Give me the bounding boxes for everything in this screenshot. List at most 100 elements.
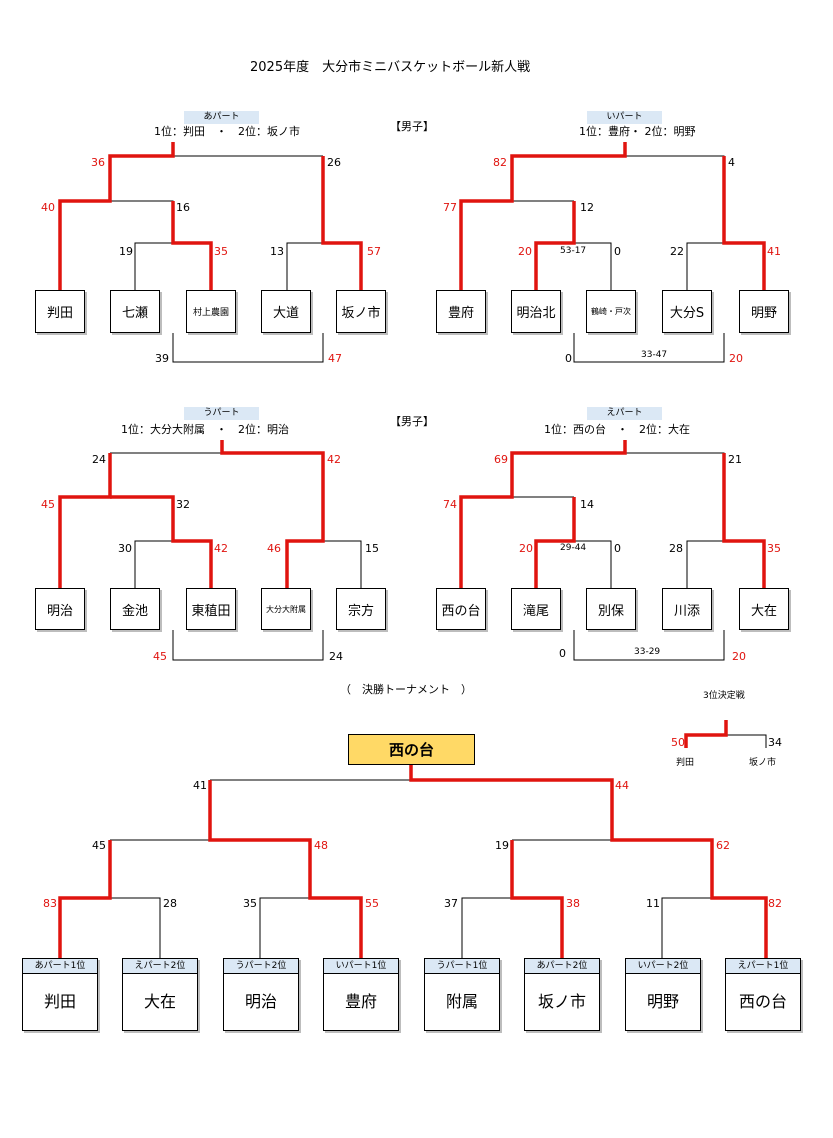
score: 20: [732, 650, 746, 663]
part-label-u: うパート: [184, 407, 259, 420]
score: 69: [494, 453, 508, 466]
final-team-name: 明野: [646, 992, 679, 1011]
score: 53-17: [560, 246, 587, 256]
final-tournament-label: （ 決勝トーナメント ）: [340, 683, 472, 696]
gender-label: 【男子】: [390, 120, 434, 133]
team-box: 別保: [586, 588, 636, 630]
third-place-team: 判田: [676, 758, 695, 768]
score: 0: [559, 647, 566, 660]
team-box: 鶴崎・戸次: [586, 290, 636, 333]
final-team-box: あパート2位 坂ノ市: [524, 958, 600, 1031]
final-team-name: 附属: [445, 992, 478, 1011]
team-box: 金池: [110, 588, 160, 630]
score: 14: [580, 498, 594, 511]
score: 47: [328, 352, 342, 365]
score: 33-29: [634, 647, 661, 657]
score: 40: [41, 201, 55, 214]
final-team-header: うパート2位: [224, 959, 298, 974]
part-label-i: いパート: [587, 111, 662, 124]
score: 30: [118, 542, 132, 555]
team-box: 宗方: [336, 588, 386, 630]
score: 42: [327, 453, 341, 466]
score: 82: [493, 156, 507, 169]
score: 29-44: [560, 543, 587, 553]
score: 74: [443, 498, 457, 511]
score: 20: [519, 542, 533, 555]
score: 39: [155, 352, 169, 365]
final-team-header: いパート2位: [626, 959, 700, 974]
team-box: 坂ノ市: [336, 290, 386, 333]
score: 0: [614, 542, 621, 555]
third-place-label: 3位決定戦: [703, 691, 745, 701]
final-team-name: 判田: [43, 992, 76, 1011]
third-place-team: 坂ノ市: [749, 758, 777, 768]
score: 62: [716, 839, 730, 852]
final-team-box: うパート2位 明治: [223, 958, 299, 1031]
score: 32: [176, 498, 190, 511]
final-team-header: えパート1位: [726, 959, 800, 974]
score: 35: [243, 897, 257, 910]
score: 20: [518, 245, 532, 258]
score: 36: [91, 156, 105, 169]
score: 45: [92, 839, 106, 852]
team-box: 川添: [662, 588, 712, 630]
part-ranking-a: 1位：判田 ・ 2位：坂ノ市: [154, 125, 300, 138]
champion-box: 西の台: [348, 734, 475, 765]
score: 35: [214, 245, 228, 258]
score: 41: [767, 245, 781, 258]
score: 37: [444, 897, 458, 910]
final-team-name: 坂ノ市: [537, 992, 586, 1011]
final-team-header: あパート1位: [23, 959, 97, 974]
score: 83: [43, 897, 57, 910]
team-box: 七瀬: [110, 290, 160, 333]
score: 0: [614, 245, 621, 258]
part-ranking-i: 1位：豊府・ 2位：明野: [579, 125, 696, 138]
score: 24: [92, 453, 106, 466]
score: 44: [615, 779, 629, 792]
score: 28: [163, 897, 177, 910]
final-team-box: あパート1位 判田: [22, 958, 98, 1031]
score: 0: [565, 352, 572, 365]
final-team-header: あパート2位: [525, 959, 599, 974]
final-team-box: えパート1位 西の台: [725, 958, 801, 1031]
score: 11: [646, 897, 660, 910]
final-team-header: うパート1位: [425, 959, 499, 974]
team-box: 明野: [739, 290, 789, 333]
part-label-a: あパート: [184, 111, 259, 124]
score: 12: [580, 201, 594, 214]
part-label-e: えパート: [587, 407, 662, 420]
score: 38: [566, 897, 580, 910]
score: 19: [119, 245, 133, 258]
score: 21: [728, 453, 742, 466]
team-box: 大在: [739, 588, 789, 630]
score: 26: [327, 156, 341, 169]
part-ranking-u: 1位：大分大附属 ・ 2位：明治: [121, 423, 289, 436]
final-team-name: 豊府: [344, 992, 377, 1011]
score: 35: [767, 542, 781, 555]
score: 28: [669, 542, 683, 555]
score: 57: [367, 245, 381, 258]
score: 16: [176, 201, 190, 214]
score: 19: [495, 839, 509, 852]
team-box: 明治: [35, 588, 85, 630]
score: 46: [267, 542, 281, 555]
final-team-name: 明治: [244, 992, 277, 1011]
final-team-name: 西の台: [738, 992, 787, 1011]
score: 34: [768, 736, 782, 749]
score: 45: [153, 650, 167, 663]
team-box: 明治北: [511, 290, 561, 333]
score: 42: [214, 542, 228, 555]
team-box: 東稙田: [186, 588, 236, 630]
score: 20: [729, 352, 743, 365]
score: 22: [670, 245, 684, 258]
team-box: 判田: [35, 290, 85, 333]
score: 55: [365, 897, 379, 910]
final-team-box: うパート1位 附属: [424, 958, 500, 1031]
part-ranking-e: 1位：西の台 ・ 2位：大在: [544, 423, 690, 436]
team-box: 村上農園: [186, 290, 236, 333]
score: 50: [671, 736, 685, 749]
score: 82: [768, 897, 782, 910]
final-team-name: 大在: [143, 992, 176, 1011]
team-box: 豊府: [436, 290, 486, 333]
